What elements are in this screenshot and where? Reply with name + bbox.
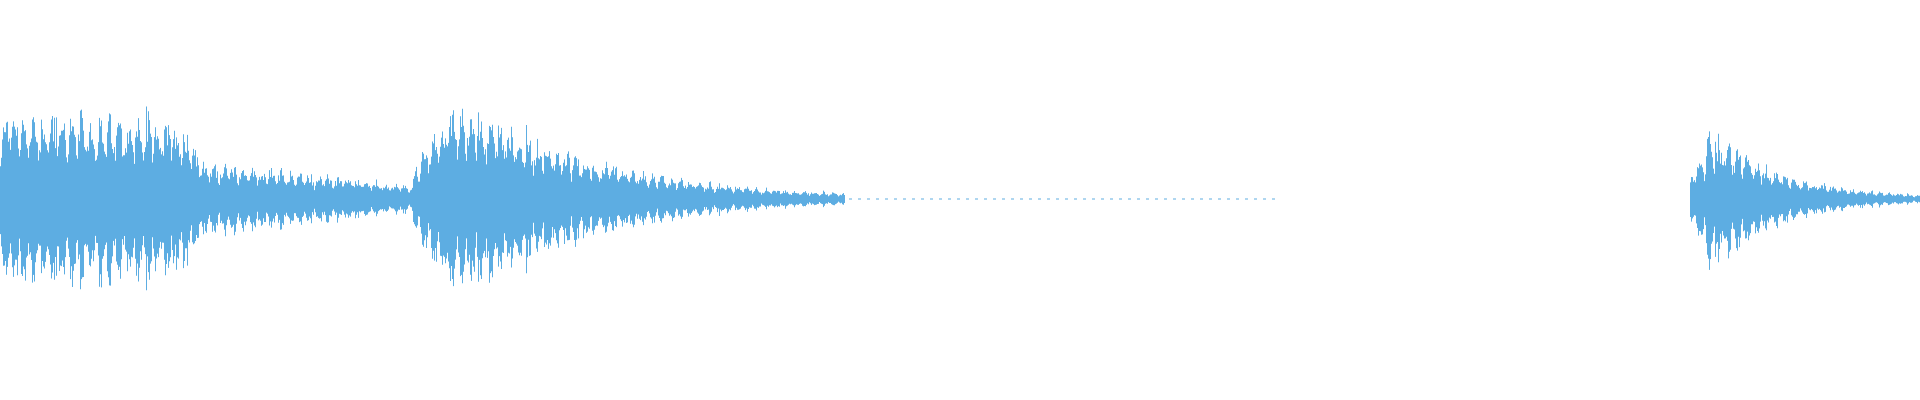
waveform-amplitude-path xyxy=(0,106,1920,291)
waveform-bars xyxy=(0,106,1920,291)
